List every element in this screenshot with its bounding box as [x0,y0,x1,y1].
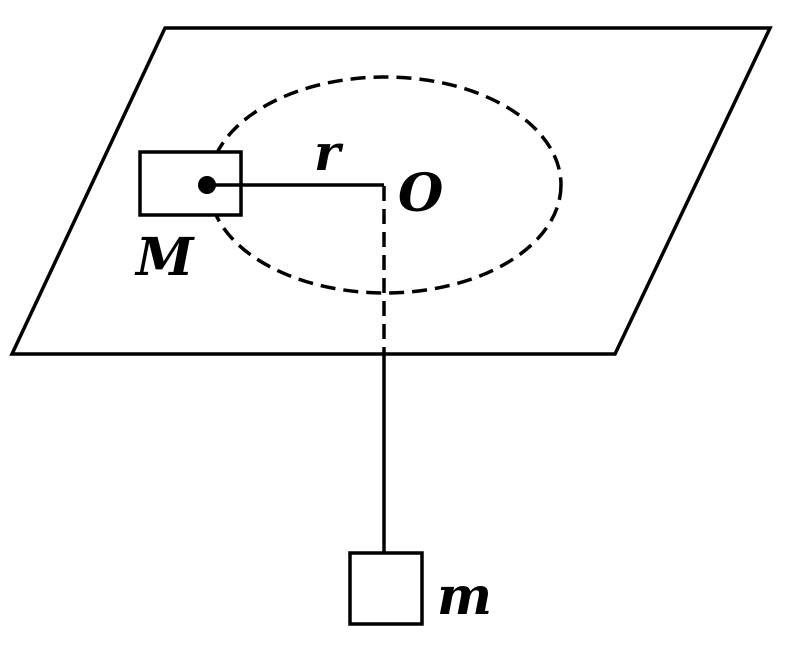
label-M: M [134,227,195,288]
label-O: O [398,163,443,224]
string-attachment-dot [198,176,216,194]
circular-path [207,75,563,295]
label-m: m [437,566,492,627]
table-surface [9,26,773,356]
label-r: r [314,123,344,182]
block-m [348,551,424,626]
